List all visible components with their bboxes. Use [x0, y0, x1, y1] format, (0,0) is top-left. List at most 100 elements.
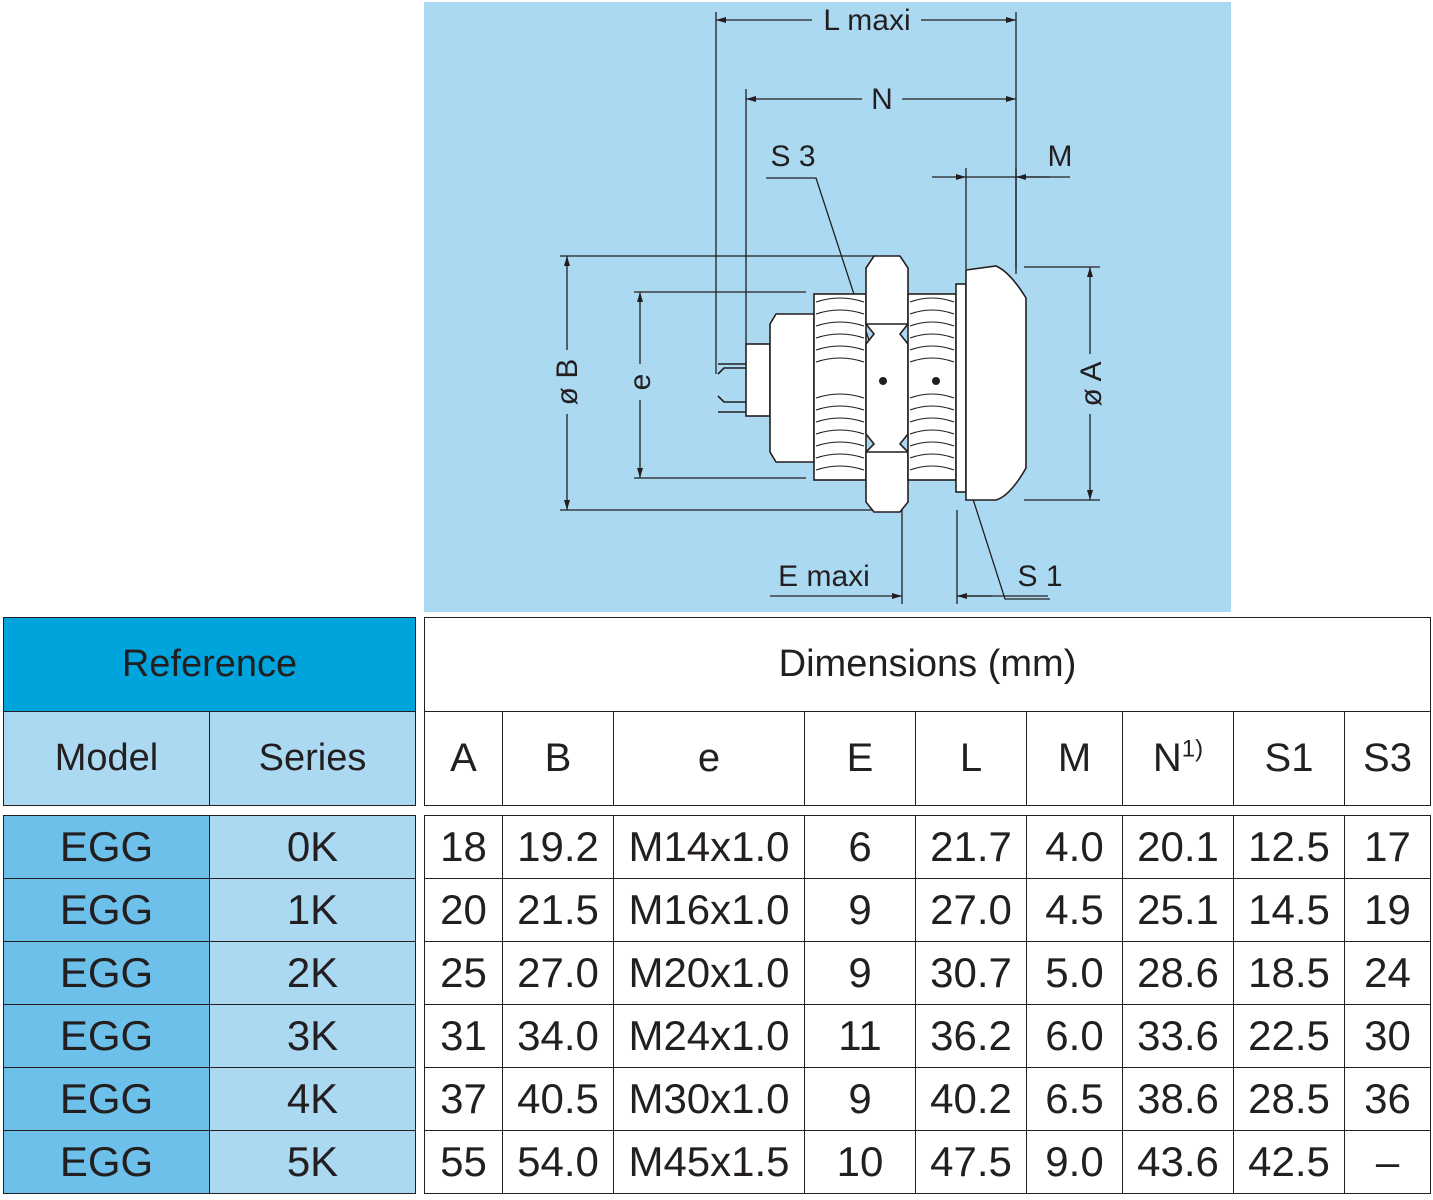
dimension-cell-b: 19.2 — [502, 815, 614, 879]
dimension-cell-n: 28.6 — [1122, 941, 1234, 1005]
dimension-cell-e: M45x1.5 — [613, 1130, 805, 1194]
dimension-cell-e: M30x1.0 — [613, 1067, 805, 1131]
dimensions-header-table: Dimensions (mm) A B e E L M N1) S1 S3 — [423, 617, 1432, 806]
series-cell: 2K — [209, 941, 416, 1005]
dimension-cell-n: 33.6 — [1122, 1004, 1234, 1068]
series-cell: 3K — [209, 1004, 416, 1068]
dimension-cell-b: 34.0 — [502, 1004, 614, 1068]
dimension-cell-s3: 17 — [1344, 815, 1431, 879]
e-maxi-label: E maxi — [778, 560, 870, 593]
dimension-cell-b: 40.5 — [502, 1067, 614, 1131]
dimension-cell-s1: 18.5 — [1233, 941, 1345, 1005]
dimension-cell-a: 20 — [424, 878, 503, 942]
reference-header-table: Reference Model Series — [2, 617, 417, 806]
dimension-cell-s1: 28.5 — [1233, 1067, 1345, 1131]
s3-point — [879, 377, 887, 385]
dimension-cell-n: 43.6 — [1122, 1130, 1234, 1194]
dimension-cell-s1: 12.5 — [1233, 815, 1345, 879]
dimension-cell-e: 9 — [804, 941, 916, 1005]
dimension-cell-b: 27.0 — [502, 941, 614, 1005]
dimension-cell-m: 6.0 — [1026, 1004, 1123, 1068]
dimension-cell-a: 37 — [424, 1067, 503, 1131]
dia-a-label: ø A — [1075, 361, 1108, 406]
dimension-cell-n: 38.6 — [1122, 1067, 1234, 1131]
connector-drawing-svg: L maxi N S 3 M ø B e ø A E maxi S 1 — [551, 4, 1108, 604]
dimension-cell-b: 21.5 — [502, 878, 614, 942]
dimension-cell-l: 27.0 — [915, 878, 1027, 942]
reference-title: Reference — [2, 617, 417, 712]
dimensions-title: Dimensions (mm) — [423, 617, 1432, 712]
connector-drawing: L maxi N S 3 M ø B e ø A E maxi S 1 — [424, 2, 1231, 612]
model-cell: EGG — [3, 941, 210, 1005]
connector-body — [717, 255, 1027, 513]
dimension-cell-m: 5.0 — [1026, 941, 1123, 1005]
dimension-cell-n: 20.1 — [1122, 815, 1234, 879]
dimension-cell-a: 18 — [424, 815, 503, 879]
dia-b-label: ø B — [551, 359, 584, 406]
dimension-cell-e: 6 — [804, 815, 916, 879]
reference-title-row: Reference — [2, 617, 417, 712]
dimension-cell-l: 36.2 — [915, 1004, 1027, 1068]
dimension-cell-s1: 22.5 — [1233, 1004, 1345, 1068]
dimension-lines — [560, 12, 1100, 604]
dimension-cell-e: M14x1.0 — [613, 815, 805, 879]
dimension-cell-e: 10 — [804, 1130, 916, 1194]
m-label: M — [1048, 140, 1073, 173]
column-header-a: A — [424, 711, 503, 806]
model-cell: EGG — [3, 878, 210, 942]
column-header-b: B — [502, 711, 614, 806]
dimensions-title-row: Dimensions (mm) — [423, 617, 1432, 712]
column-header-m: M — [1026, 711, 1123, 806]
column-header-s1: S1 — [1233, 711, 1345, 806]
dimension-cell-l: 30.7 — [915, 941, 1027, 1005]
s1-point — [932, 377, 940, 385]
dimension-cell-a: 55 — [424, 1130, 503, 1194]
dimension-cell-e: M20x1.0 — [613, 941, 805, 1005]
s3-label: S 3 — [770, 140, 815, 173]
reference-columns-row: Model Series — [3, 711, 417, 806]
model-cell: EGG — [3, 815, 210, 879]
dimension-cell-l: 47.5 — [915, 1130, 1027, 1194]
dimension-cell-l: 40.2 — [915, 1067, 1027, 1131]
dimension-cell-e: M16x1.0 — [613, 878, 805, 942]
series-cell: 0K — [209, 815, 416, 879]
column-header-e: E — [804, 711, 916, 806]
dimension-cell-b: 54.0 — [502, 1130, 614, 1194]
column-header-e-thread: e — [613, 711, 805, 806]
dimension-cell-m: 6.5 — [1026, 1067, 1123, 1131]
dimension-cell-s3: 24 — [1344, 941, 1431, 1005]
column-header-s3: S3 — [1343, 711, 1432, 806]
dimension-cell-n: 25.1 — [1122, 878, 1234, 942]
dimension-cell-m: 4.5 — [1026, 878, 1123, 942]
model-column-header: Model — [3, 711, 210, 806]
column-header-n: N1) — [1122, 711, 1234, 806]
dimension-cell-a: 25 — [424, 941, 503, 1005]
series-cell: 4K — [209, 1067, 416, 1131]
dimension-cell-l: 21.7 — [915, 815, 1027, 879]
model-cell: EGG — [3, 1004, 210, 1068]
model-cell: EGG — [3, 1067, 210, 1131]
dimension-cell-m: 4.0 — [1026, 815, 1123, 879]
thread-lines — [815, 297, 955, 471]
dimension-cell-a: 31 — [424, 1004, 503, 1068]
s1-label: S 1 — [1017, 560, 1062, 593]
dimension-cell-e: M24x1.0 — [613, 1004, 805, 1068]
series-column-header: Series — [208, 711, 417, 806]
dimension-cell-e: 9 — [804, 1067, 916, 1131]
e-thread-label: e — [624, 374, 657, 391]
column-header-l: L — [915, 711, 1027, 806]
dimension-cell-s3: 19 — [1344, 878, 1431, 942]
dimension-cell-m: 9.0 — [1026, 1130, 1123, 1194]
